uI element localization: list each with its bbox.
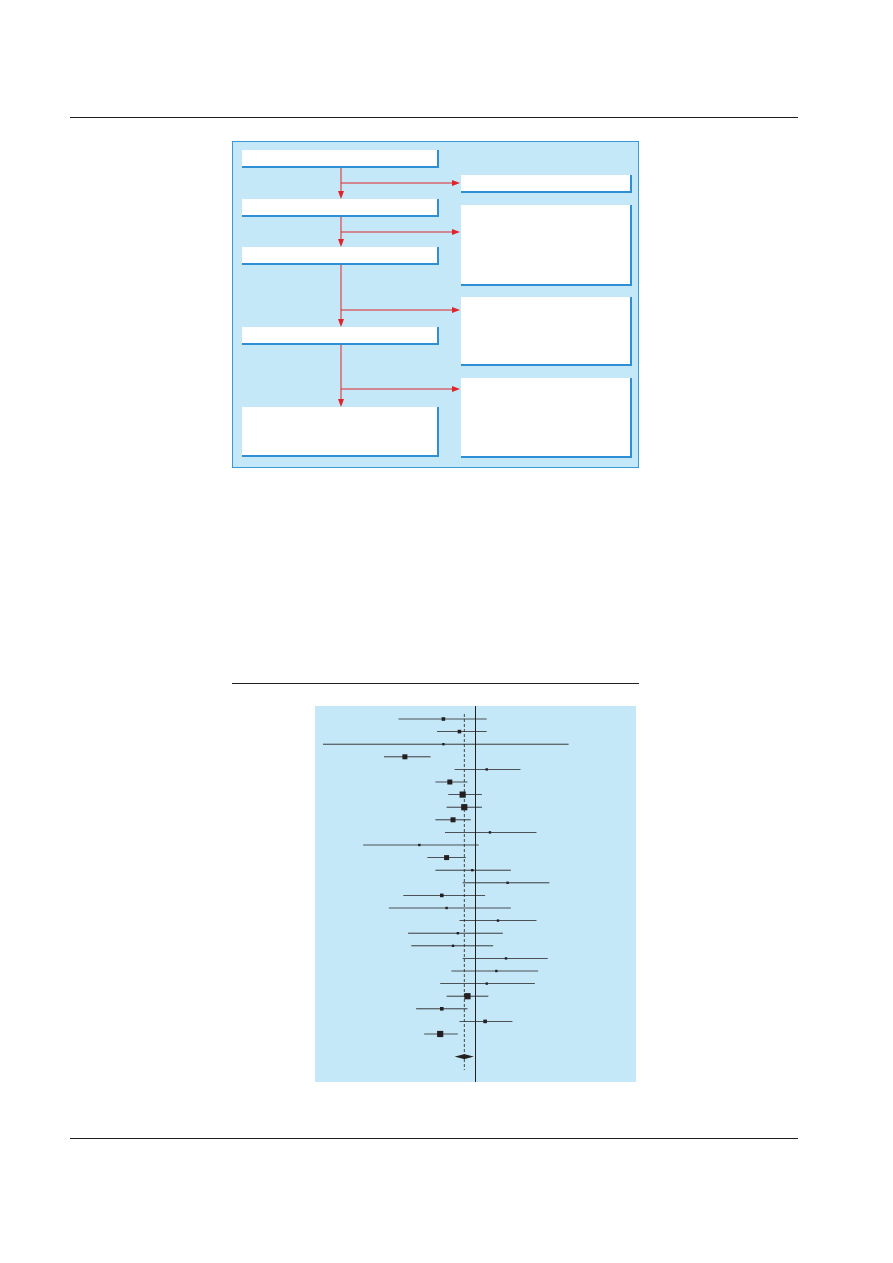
study-point-7	[459, 791, 466, 798]
flow-step-1	[242, 150, 439, 168]
study-point-6	[447, 779, 453, 785]
study-point-22	[485, 982, 488, 985]
forest-plot-panel	[315, 706, 636, 1082]
study-point-19	[451, 944, 455, 947]
forest-plot	[323, 706, 569, 1082]
footer-rule	[70, 1138, 798, 1139]
study-point-2	[457, 729, 462, 734]
exclusion-box-3	[461, 297, 632, 366]
study-point-12	[444, 855, 450, 861]
flow-step-5	[242, 407, 439, 457]
study-point-25	[483, 1019, 487, 1024]
figure-caption-rule	[232, 683, 639, 684]
study-point-23	[464, 993, 471, 1000]
study-point-5	[485, 768, 488, 771]
study-point-10	[488, 831, 492, 834]
study-point-8	[461, 804, 468, 811]
pooled-diamond	[454, 1054, 474, 1060]
study-point-20	[504, 957, 508, 960]
study-point-16	[445, 906, 448, 910]
study-point-11	[418, 843, 421, 847]
study-point-21	[495, 969, 498, 973]
flow-step-3	[242, 247, 439, 265]
study-point-13	[471, 869, 474, 872]
study-point-26	[437, 1030, 444, 1038]
study-point-17	[496, 919, 500, 922]
study-point-4	[402, 754, 408, 760]
exclusion-box-1	[461, 175, 632, 193]
study-point-3	[442, 743, 445, 746]
exclusion-box-4	[461, 378, 632, 458]
flowchart-panel	[232, 141, 639, 468]
study-point-14	[506, 881, 509, 884]
flow-arrows	[338, 168, 460, 407]
exclusion-box-2	[461, 205, 632, 286]
study-point-9	[450, 817, 456, 823]
flow-step-4	[242, 327, 439, 345]
flow-step-2	[242, 199, 439, 217]
header-rule	[70, 117, 798, 118]
study-point-18	[456, 932, 460, 935]
study-point-24	[439, 1007, 444, 1011]
study-point-1	[441, 717, 446, 721]
study-point-15	[439, 893, 444, 898]
